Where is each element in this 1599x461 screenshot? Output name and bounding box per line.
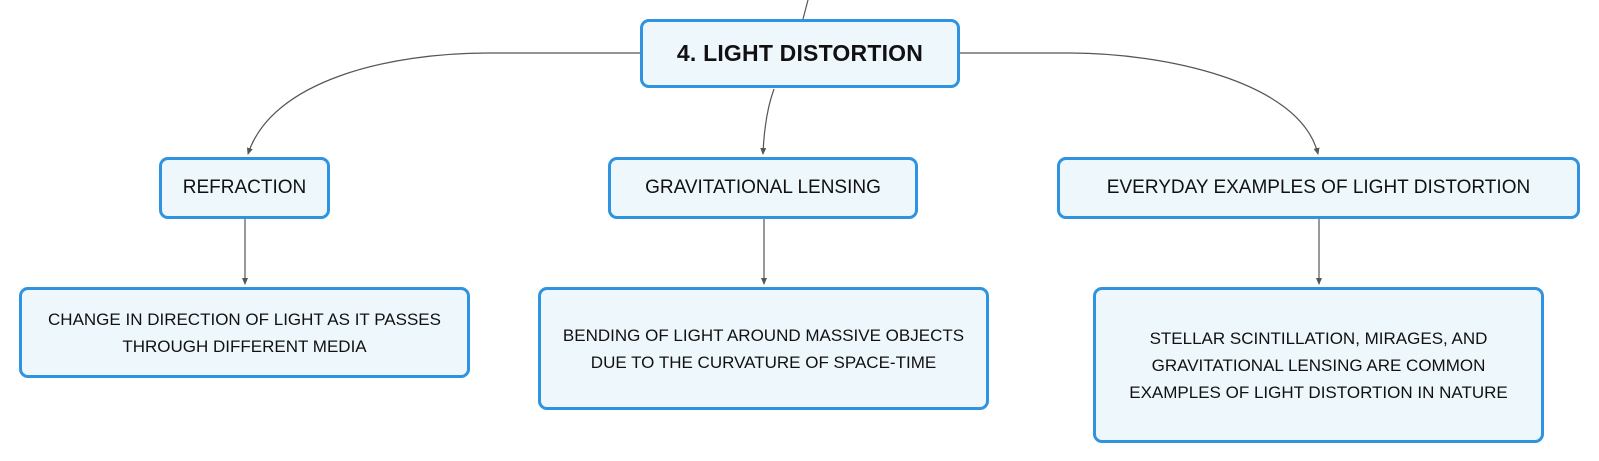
description-text-everyday-examples: STELLAR SCINTILLATION, MIRAGES, AND GRAV… (1129, 328, 1508, 402)
topic-node-everyday-examples[interactable]: EVERYDAY EXAMPLES OF LIGHT DISTORTION (1057, 157, 1580, 219)
topic-label-gravitational-lensing: GRAVITATIONAL LENSING (645, 177, 881, 198)
topic-node-gravitational-lensing[interactable]: GRAVITATIONAL LENSING (608, 157, 918, 219)
topic-label-everyday-examples: EVERYDAY EXAMPLES OF LIGHT DISTORTION (1106, 177, 1531, 198)
description-node-gravitational-lensing[interactable]: BENDING OF LIGHT AROUND MASSIVE OBJECTS … (538, 287, 989, 410)
root-node[interactable]: 4. LIGHT DISTORTION (640, 19, 960, 88)
description-text-refraction: CHANGE IN DIRECTION OF LIGHT AS IT PASSE… (48, 309, 441, 356)
connector-root-to-refraction (247, 52, 640, 155)
root-label: 4. LIGHT DISTORTION (676, 40, 924, 66)
description-text-gravitational-lensing: BENDING OF LIGHT AROUND MASSIVE OBJECTS … (562, 325, 965, 372)
topic-node-refraction[interactable]: REFRACTION (159, 157, 330, 219)
connector-root-to-everyday (960, 52, 1320, 155)
topic-label-refraction: REFRACTION (182, 177, 307, 198)
incoming-connector (802, 0, 809, 20)
description-node-refraction[interactable]: CHANGE IN DIRECTION OF LIGHT AS IT PASSE… (19, 287, 470, 378)
connector-root-to-lensing (760, 88, 775, 155)
description-node-everyday-examples[interactable]: STELLAR SCINTILLATION, MIRAGES, AND GRAV… (1093, 287, 1544, 443)
